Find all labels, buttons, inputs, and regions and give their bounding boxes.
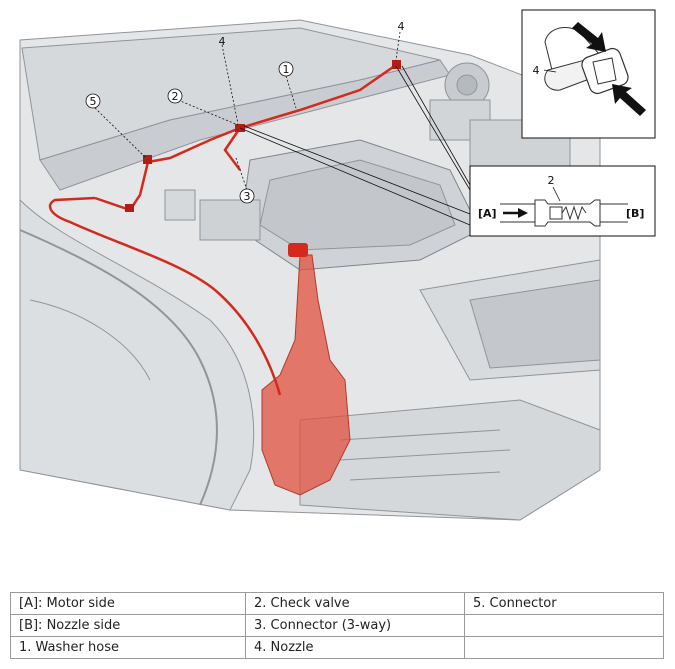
legend-cell [464, 614, 664, 637]
press-arrow-icon [612, 84, 646, 116]
inset-pointers [239, 65, 471, 226]
inset-check-valve: 2 [A] [B] [469, 165, 656, 237]
washer-system-diagram: 1 2 3 4 4 5 4 2 [A] [B] [19, 9, 656, 521]
callout-1: 1 [283, 63, 290, 76]
inset-callout-4: 4 [533, 64, 540, 77]
callout-3: 3 [244, 190, 251, 203]
callout-2: 2 [172, 90, 179, 103]
legend-cell: [B]: Nozzle side [10, 614, 246, 637]
callout-5: 5 [90, 95, 97, 108]
legend-row: [B]: Nozzle side 3. Connector (3-way) [10, 614, 664, 637]
leader-lines [94, 31, 401, 191]
callouts: 1 2 3 4 4 5 [85, 20, 405, 204]
inset-label-a: [A] [478, 207, 497, 220]
flow-arrow-icon [518, 208, 528, 218]
legend-table: [A]: Motor side 2. Check valve 5. Connec… [10, 592, 664, 659]
legend-cell: 1. Washer hose [10, 636, 246, 659]
callout-4b: 4 [398, 20, 405, 33]
inset-nozzle: 4 [521, 9, 656, 139]
washer-hose [48, 63, 397, 396]
legend-cell: [A]: Motor side [10, 592, 246, 615]
press-arrow-icon [572, 22, 606, 52]
inset-label-b: [B] [626, 207, 644, 220]
callout-4a: 4 [219, 35, 226, 48]
legend-cell: 3. Connector (3-way) [245, 614, 465, 637]
legend-cell: 2. Check valve [245, 592, 465, 615]
legend-row: 1. Washer hose 4. Nozzle [10, 636, 664, 659]
legend-cell [464, 636, 664, 659]
legend-row: [A]: Motor side 2. Check valve 5. Connec… [10, 592, 664, 615]
inset-callout-2: 2 [548, 174, 555, 187]
legend-cell: 4. Nozzle [245, 636, 465, 659]
washer-reservoir [261, 243, 351, 496]
legend-cell: 5. Connector [464, 592, 664, 615]
